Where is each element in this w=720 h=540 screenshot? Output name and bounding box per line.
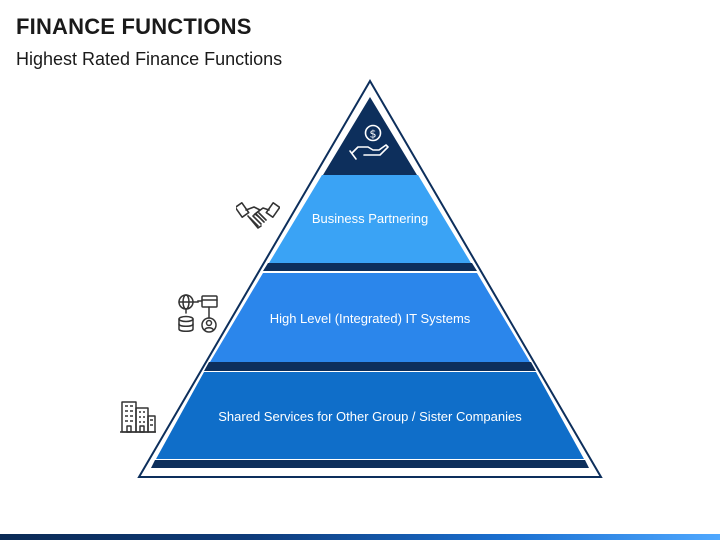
- tier-label-business-partnering: Business Partnering: [311, 211, 429, 226]
- pyramid-tier-2: [210, 273, 530, 362]
- page-subtitle: Highest Rated Finance Functions: [16, 49, 283, 69]
- svg-text:$: $: [370, 128, 377, 141]
- pyramid-band-1: [263, 263, 477, 271]
- it-systems-icon: [178, 294, 218, 333]
- handshake-icon: [236, 201, 280, 229]
- pyramid-apex: [323, 97, 417, 175]
- pyramid-band-2: [204, 362, 536, 371]
- office-buildings-icon: [120, 401, 156, 433]
- money-hand-icon: $: [349, 124, 389, 160]
- pyramid-tier-1: [269, 175, 471, 263]
- pyramid-tier-3: [156, 372, 584, 459]
- tier-label-shared-services: Shared Services for Other Group / Sister…: [218, 409, 522, 424]
- tier-label-it-systems: High Level (Integrated) IT Systems: [269, 311, 471, 326]
- pyramid-band-3: [151, 460, 589, 468]
- footer-accent-bar: [0, 534, 720, 540]
- page-title: FINANCE FUNCTIONS: [16, 14, 252, 39]
